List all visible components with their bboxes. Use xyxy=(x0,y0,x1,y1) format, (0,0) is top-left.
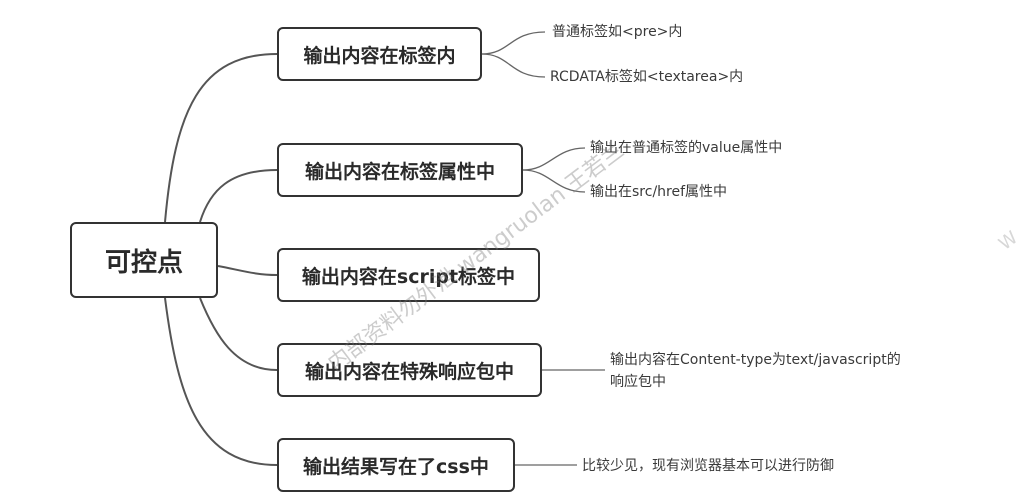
branch-node-special-response[interactable]: 输出内容在特殊响应包中 xyxy=(277,343,542,397)
leaf-value-attribute[interactable]: 输出在普通标签的value属性中 xyxy=(590,140,783,156)
leaf-css-rare[interactable]: 比较少见，现有浏览器基本可以进行防御 xyxy=(582,458,834,474)
leaf-pre-tag[interactable]: 普通标签如<pre>内 xyxy=(552,24,683,40)
connector-root-branch-4 xyxy=(199,297,278,371)
leaf-textarea-tag[interactable]: RCDATA标签如<textarea>内 xyxy=(550,69,744,85)
branch-node-script-tag[interactable]: 输出内容在script标签中 xyxy=(277,248,540,302)
connector-root-branch-3 xyxy=(217,265,278,276)
root-node[interactable]: 可控点 xyxy=(70,222,218,298)
connector-root-branch-2 xyxy=(199,169,278,223)
leaf-javascript-response[interactable]: 输出内容在Content-type为text/javascript的 响应包中 xyxy=(610,349,901,393)
connector-b2-leaf-2 xyxy=(522,169,586,193)
connector-b1-leaf-1 xyxy=(481,31,546,55)
branch-node-tag-content[interactable]: 输出内容在标签内 xyxy=(277,27,482,81)
branch-node-tag-attribute[interactable]: 输出内容在标签属性中 xyxy=(277,143,523,197)
leaf-javascript-response-line-1: 输出内容在Content-type为text/javascript的 xyxy=(610,352,901,368)
leaf-javascript-response-line-2: 响应包中 xyxy=(610,374,666,390)
connector-root-branch-5 xyxy=(164,297,278,466)
connector-root-branch-1 xyxy=(164,53,278,223)
leaf-src-href-attribute[interactable]: 输出在src/href属性中 xyxy=(590,184,728,200)
connector-b2-leaf-1 xyxy=(522,147,586,171)
connector-b1-leaf-2 xyxy=(481,53,546,78)
branch-node-css[interactable]: 输出结果写在了css中 xyxy=(277,438,515,492)
